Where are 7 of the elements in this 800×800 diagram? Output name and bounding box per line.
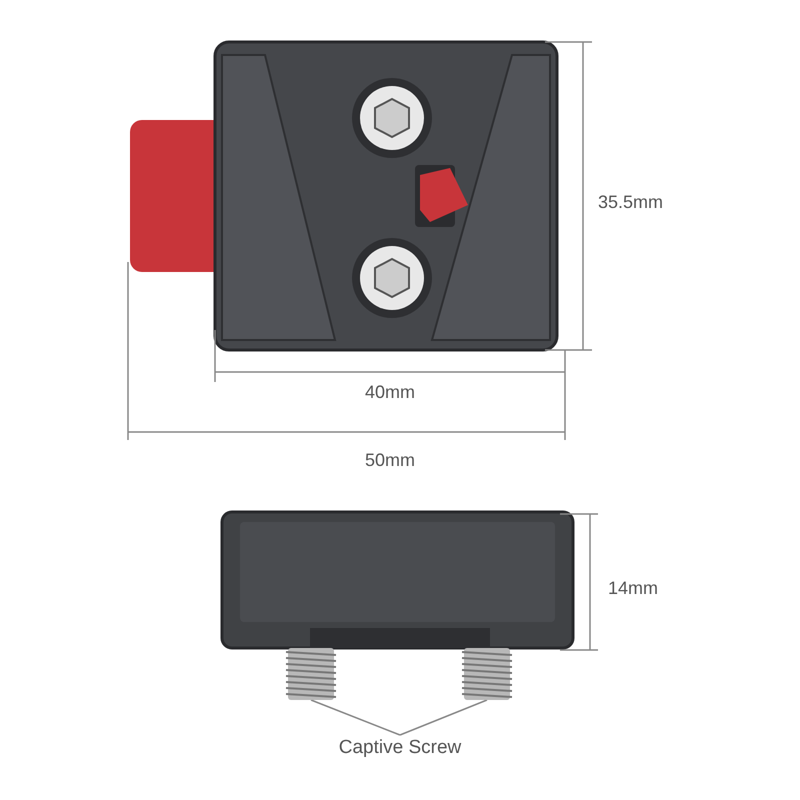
dimension-label: 35.5mm xyxy=(598,192,664,213)
dimension-label: 50mm xyxy=(364,450,416,471)
dimension-label: 14mm xyxy=(608,578,658,599)
leader-line xyxy=(400,699,488,736)
leader-line xyxy=(310,699,400,736)
dimension-label: 40mm xyxy=(364,382,416,403)
callout-text: Captive Screw xyxy=(330,735,470,761)
